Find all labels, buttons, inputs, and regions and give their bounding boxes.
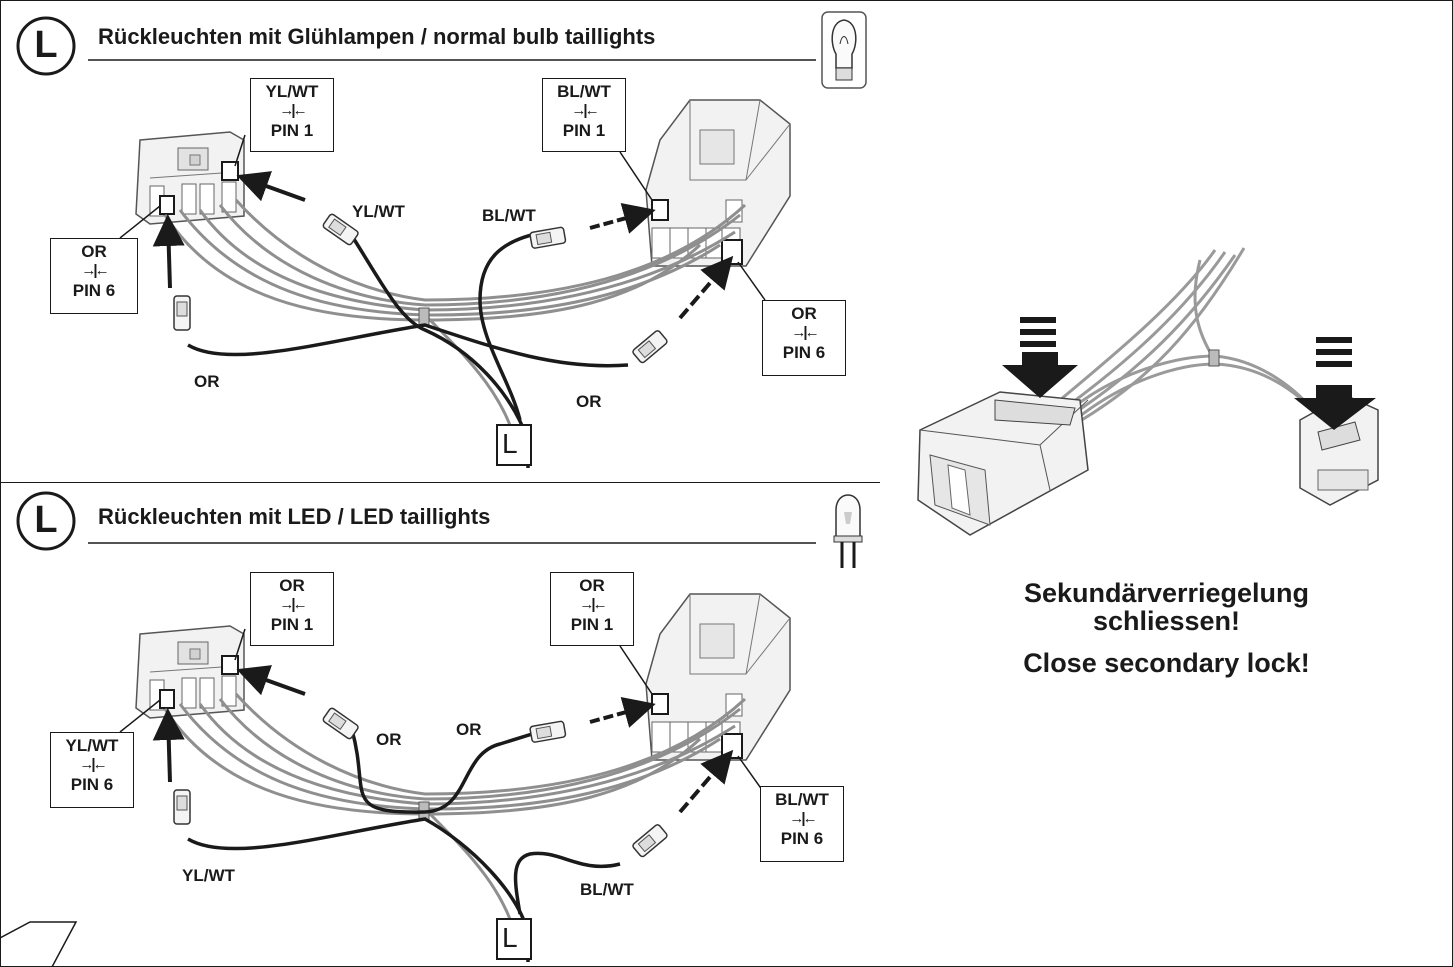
page-corner-mark xyxy=(0,921,78,967)
bottom-left-pin6-box: YL/WT →|← PIN 6 xyxy=(50,732,134,808)
pin-color: OR xyxy=(579,576,605,595)
bottom-terminal-or-left xyxy=(321,706,360,741)
bottom-l-tag xyxy=(496,918,532,960)
bottom-badge-circle xyxy=(16,491,76,551)
bottom-terminal-bl xyxy=(631,822,669,859)
top-left-connector xyxy=(135,131,245,225)
lock-instruction-en: Close secondary lock! xyxy=(1023,648,1310,678)
pin-number: PIN 1 xyxy=(570,615,614,634)
top-panel-title: Rückleuchten mit Glühlampen / normal bul… xyxy=(98,24,656,49)
pin-number: PIN 1 xyxy=(562,121,606,140)
pin-color: OR xyxy=(279,576,305,595)
top-badge-letter: L xyxy=(34,24,58,66)
top-terminal-or-left xyxy=(173,295,191,331)
bottom-l-tag-letter: L xyxy=(502,922,518,953)
pin-number: PIN 1 xyxy=(270,615,314,634)
bottom-right-pin1-box: OR →|← PIN 1 xyxy=(550,572,634,646)
bottom-right-pin6-box: BL/WT →|← PIN 6 xyxy=(760,786,844,862)
pin-number: PIN 6 xyxy=(780,829,824,848)
top-right-pin1-box: BL/WT →|← PIN 1 xyxy=(542,78,626,152)
top-left-pin1-box: YL/WT →|← PIN 1 xyxy=(250,78,334,152)
bottom-left-pin1-box: OR →|← PIN 1 xyxy=(250,572,334,646)
pin-insert-icon: →|← xyxy=(571,102,599,119)
top-terminal-or-right xyxy=(631,328,669,365)
bottom-terminal-yl xyxy=(173,789,191,825)
top-l-tag-letter: L xyxy=(502,428,518,459)
pin-insert-icon: →|← xyxy=(81,262,109,279)
top-insertion-arrows xyxy=(152,171,734,320)
top-wire-label-bl: BL/WT xyxy=(482,206,536,225)
pin-color: YL/WT xyxy=(65,736,119,755)
pin-color: YL/WT xyxy=(265,82,319,101)
pin-insert-icon: →|← xyxy=(279,102,307,119)
top-right-pin6-box: OR →|← PIN 6 xyxy=(762,300,846,376)
pin-number: PIN 1 xyxy=(270,121,314,140)
pin-insert-icon: →|← xyxy=(579,596,607,613)
top-box-leaders xyxy=(119,134,766,301)
bottom-wire-label-or-right: OR xyxy=(456,720,482,739)
incandescent-bulb-icon xyxy=(821,11,867,89)
pin-insert-icon: →|← xyxy=(791,324,819,341)
pin-number: PIN 6 xyxy=(72,281,116,300)
bottom-wire-label-yl: YL/WT xyxy=(182,866,235,885)
pin-insert-icon: →|← xyxy=(279,596,307,613)
pin-number: PIN 6 xyxy=(70,775,114,794)
pin-color: BL/WT xyxy=(557,82,611,101)
bottom-badge-letter: L xyxy=(34,499,58,541)
top-l-tag xyxy=(496,424,532,466)
pin-insert-icon: →|← xyxy=(79,756,107,773)
lock-instruction-de-1: Sekundärverriegelung xyxy=(1023,578,1310,608)
top-cable-tie xyxy=(418,307,430,327)
bottom-wire-label-bl: BL/WT xyxy=(580,880,634,899)
pin-color: OR xyxy=(81,242,107,261)
bottom-wire-label-or-left: OR xyxy=(376,730,402,749)
top-wire-label-or-right: OR xyxy=(576,392,602,411)
pin-number: PIN 6 xyxy=(782,343,826,362)
pin-insert-icon: →|← xyxy=(789,810,817,827)
top-badge-circle xyxy=(16,16,76,76)
led-icon xyxy=(833,494,863,568)
bottom-insertion-arrows xyxy=(152,665,734,814)
top-wire-label-yl: YL/WT xyxy=(352,202,405,221)
pin-color: BL/WT xyxy=(775,790,829,809)
top-terminal-bl xyxy=(528,226,567,250)
top-black-wires xyxy=(187,230,629,468)
lock-instruction-de-2: schliessen! xyxy=(1092,606,1241,636)
top-wire-label-or-left: OR xyxy=(194,372,220,391)
bottom-terminal-or-right xyxy=(528,720,567,744)
bottom-black-wires xyxy=(187,728,621,962)
top-left-pin6-box: OR →|← PIN 6 xyxy=(50,238,138,314)
bottom-left-connector xyxy=(135,625,245,719)
bottom-panel-title: Rückleuchten mit LED / LED taillights xyxy=(98,504,491,529)
pin-color: OR xyxy=(791,304,817,323)
secondary-lock-illustration xyxy=(917,247,1379,536)
